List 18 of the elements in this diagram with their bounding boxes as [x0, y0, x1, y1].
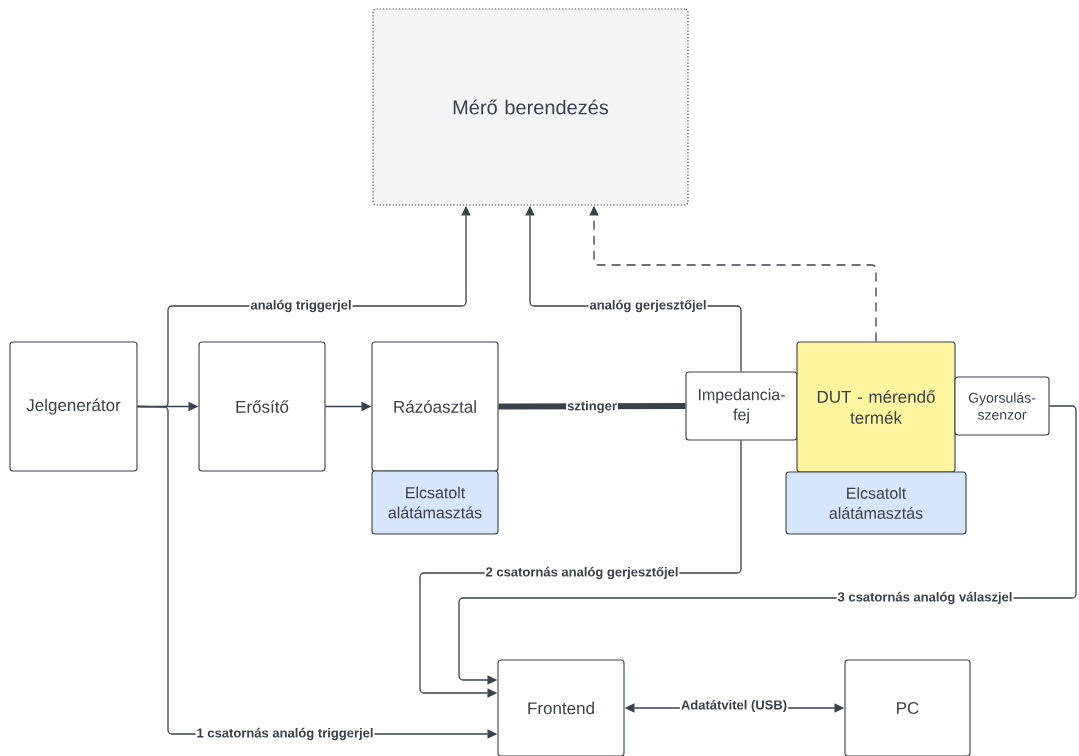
block-box: Jelgenerátor: [9, 341, 138, 472]
block-box: Gyorsulás-szenzor: [954, 376, 1050, 436]
edge-label: sztinger: [566, 399, 618, 415]
block-box: Erősítő: [198, 341, 326, 472]
edge-label: 2 csatornás analóg gerjesztőjel: [484, 565, 680, 581]
edge-label: Adatátvitel (USB): [679, 698, 789, 714]
block-box: Rázóasztal: [371, 341, 499, 472]
block-box: Impedancia-fej: [685, 371, 798, 441]
edge-label: analóg triggerjel: [249, 298, 353, 314]
edge-label: 3 csatornás analóg válaszjel: [836, 590, 1014, 606]
equipment-box: Mérő berendezés: [372, 8, 689, 206]
support-box: Elcsatolt alátámasztás: [371, 470, 499, 535]
block-box: DUT - mérendő termék: [796, 341, 956, 473]
edge-label: analóg gerjesztőjel: [588, 298, 708, 314]
edge-label: 1 csatornás analóg triggerjel: [195, 726, 375, 742]
support-box: Elcsatolt alátámasztás: [785, 471, 967, 535]
block-box: Frontend: [497, 659, 625, 756]
block-box: PC: [844, 659, 971, 756]
